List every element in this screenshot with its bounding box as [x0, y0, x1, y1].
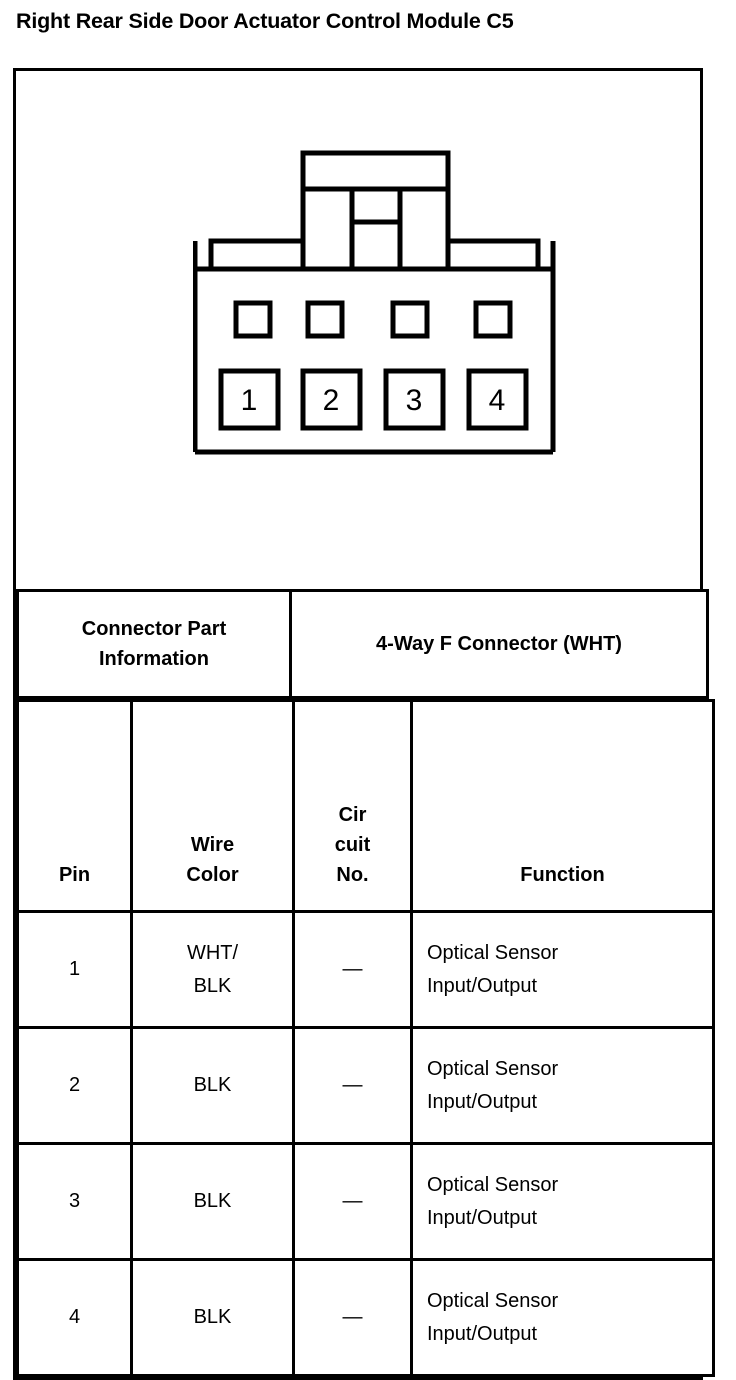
- connector-part-information-table: Connector Part Information 4-Way F Conne…: [16, 589, 709, 699]
- table-row: 3 BLK — Optical Sensor Input/Output: [16, 1142, 715, 1261]
- connector-part-information-label: Connector Part Information: [16, 589, 292, 699]
- cell-wire-color: BLK: [130, 1258, 295, 1377]
- cell-circuit-no: —: [292, 1258, 413, 1377]
- cell-circuit-no: —: [292, 1142, 413, 1261]
- cell-function: Optical Sensor Input/Output: [410, 1142, 715, 1261]
- cell-wire-color: BLK: [130, 1026, 295, 1145]
- label-line-2: Information: [99, 648, 209, 670]
- column-header-circuit-no: Cir cuit No.: [292, 699, 413, 913]
- table-row: 1 WHT/ BLK — Optical Sensor Input/Output: [16, 910, 715, 1029]
- cell-pin: 1: [16, 910, 133, 1029]
- connector-face-diagram: 1 2 3 4: [193, 150, 558, 455]
- cell-circuit-no: —: [292, 1026, 413, 1145]
- column-header-pin: Pin: [16, 699, 133, 913]
- table-row: Connector Part Information 4-Way F Conne…: [16, 589, 709, 699]
- column-header-wire-color: Wire Color: [130, 699, 295, 913]
- table-row: 4 BLK — Optical Sensor Input/Output: [16, 1258, 715, 1377]
- cell-function: Optical Sensor Input/Output: [410, 910, 715, 1029]
- connector-pin-label-1: 1: [241, 384, 258, 417]
- label-line-1: Connector Part: [81, 618, 227, 640]
- table-row: 2 BLK — Optical Sensor Input/Output: [16, 1026, 715, 1145]
- table-header-row: Pin Wire Color Cir cuit No. Function: [16, 699, 715, 913]
- cell-pin: 4: [16, 1258, 133, 1377]
- connector-pin-label-3: 3: [406, 384, 423, 417]
- cell-wire-color: BLK: [130, 1142, 295, 1261]
- document-frame: 1 2 3 4 Connector Part Information 4-Way…: [13, 68, 715, 1380]
- pin-function-table: Pin Wire Color Cir cuit No. Function 1 W…: [16, 699, 715, 1377]
- cell-pin: 2: [16, 1026, 133, 1145]
- column-header-function: Function: [410, 699, 715, 913]
- cell-function: Optical Sensor Input/Output: [410, 1258, 715, 1377]
- connector-pin-label-2: 2: [323, 384, 340, 417]
- cell-pin: 3: [16, 1142, 133, 1261]
- cell-wire-color: WHT/ BLK: [130, 910, 295, 1029]
- cell-function: Optical Sensor Input/Output: [410, 1026, 715, 1145]
- page-title: Right Rear Side Door Actuator Control Mo…: [16, 9, 514, 33]
- connector-description: 4-Way F Connector (WHT): [289, 589, 709, 699]
- connector-pin-label-4: 4: [489, 384, 506, 417]
- connector-illustration-panel: 1 2 3 4: [16, 71, 700, 589]
- cell-circuit-no: —: [292, 910, 413, 1029]
